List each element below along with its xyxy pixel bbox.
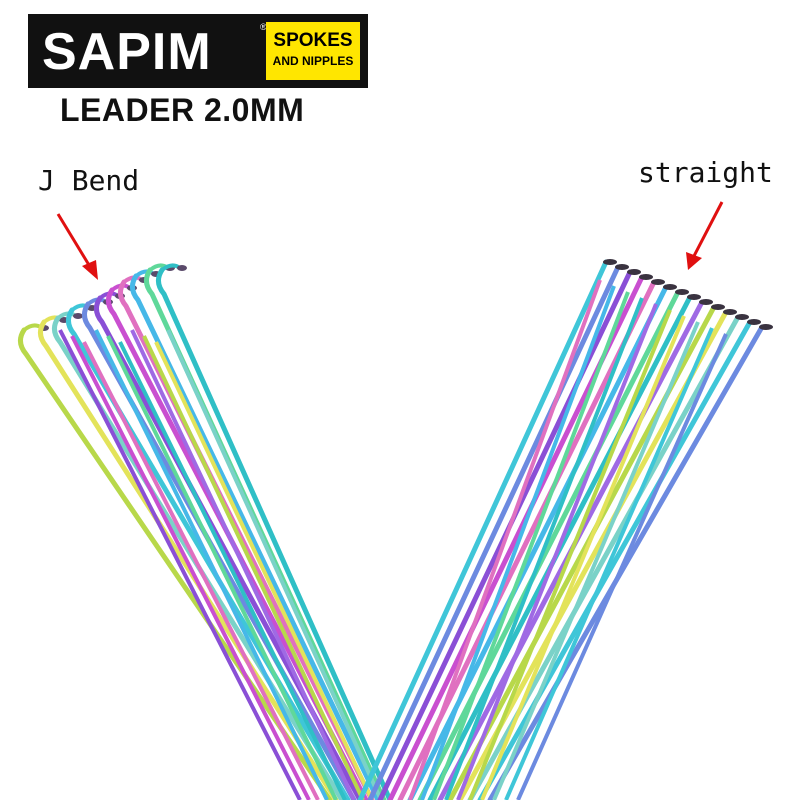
straight-spoke xyxy=(420,285,616,800)
j-bend-spoke xyxy=(82,341,320,800)
j-bend-spoke xyxy=(94,291,363,800)
straight-spoke xyxy=(504,327,714,800)
j-bend-spoke xyxy=(66,303,351,800)
j-bend-spoke xyxy=(70,335,311,800)
straight-spoke xyxy=(417,289,689,800)
straight-spoke xyxy=(468,309,672,800)
logo-tag-spokes: SPOKES xyxy=(273,30,353,51)
straight-spoke xyxy=(487,324,773,800)
j-bend-spoke xyxy=(166,329,383,800)
model-title: LEADER 2.0MM xyxy=(60,92,305,128)
j-bend-arrow-shaft xyxy=(56,213,94,271)
straight-spoke xyxy=(516,333,728,800)
logo-yellow-panel: SPOKES AND NIPPLES xyxy=(266,22,360,80)
j-bend-spoke xyxy=(94,329,329,800)
j-bend-spoke xyxy=(58,329,302,800)
straight-spoke xyxy=(408,279,602,800)
logo-tag-nipples: AND NIPPLES xyxy=(272,54,354,68)
straight-spoke xyxy=(357,259,617,800)
j-bend-spoke xyxy=(154,341,374,800)
straight-arrow-head xyxy=(686,252,702,270)
straight-spoke xyxy=(367,264,629,800)
j-bend-spoke xyxy=(118,341,347,800)
j-bend-spoke xyxy=(156,263,393,800)
j-bend-spoke xyxy=(130,329,356,800)
straight-spoke xyxy=(492,321,700,800)
logo-registered-mark: ® xyxy=(260,22,267,32)
j-bend-spoke xyxy=(106,335,338,800)
straight-spoke xyxy=(444,297,644,800)
straight-arrow-shaft xyxy=(692,201,724,257)
straight-spoke xyxy=(477,319,761,800)
logo-brand: SAPIM xyxy=(42,23,212,81)
straight-spoke xyxy=(437,299,713,800)
straight-spoke xyxy=(432,291,630,800)
j-bend-label: J Bend xyxy=(38,164,140,197)
straight-spoke xyxy=(377,269,641,800)
j-bend-arrow-head xyxy=(82,260,98,280)
j-bend-arrow xyxy=(56,213,98,280)
straight-spoke xyxy=(456,303,658,800)
j-bend-spokes-group xyxy=(18,263,393,800)
straight-spoke xyxy=(480,315,686,800)
straight-label: straight xyxy=(638,156,773,189)
straight-spokes-group xyxy=(357,259,773,800)
j-bend-spoke xyxy=(142,335,365,800)
sapim-logo: SAPIM ® SPOKES AND NIPPLES xyxy=(28,14,368,88)
straight-arrow xyxy=(686,201,724,270)
